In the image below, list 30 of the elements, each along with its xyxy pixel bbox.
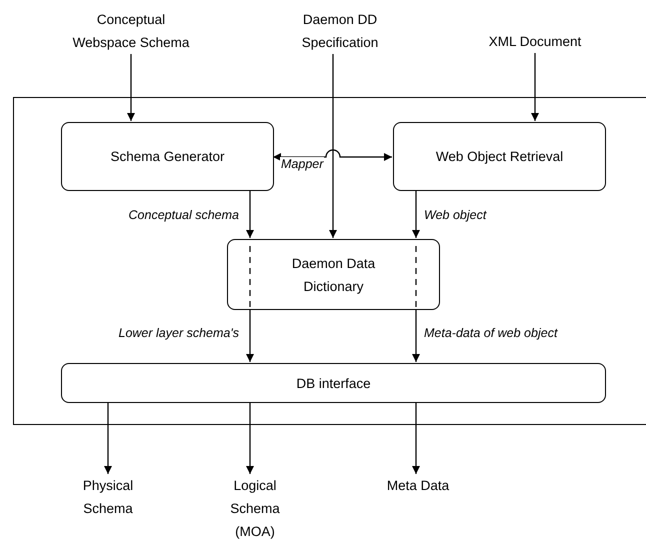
- node-text: Logical Schema (MOA): [229, 477, 281, 540]
- node-label: DB interface: [296, 374, 371, 392]
- arrow: [104, 402, 112, 474]
- arrow: [329, 54, 337, 238]
- edge-label: Lower layer schema's: [118, 326, 240, 341]
- process-box: [61, 363, 606, 403]
- arrow: [412, 190, 420, 238]
- node-text: Daemon DD Specification: [300, 11, 380, 52]
- arrow: [412, 309, 420, 362]
- node-label: Schema Generator: [110, 148, 225, 166]
- arrow: [127, 54, 135, 121]
- arrow: [246, 190, 254, 238]
- edge-label: Meta-data of web object: [423, 326, 558, 341]
- process-box: [61, 122, 274, 191]
- node-text: XML Document: [488, 33, 582, 51]
- node-label: Web Object Retrieval: [436, 148, 564, 166]
- node-text: Physical Schema: [82, 477, 134, 518]
- process-box: [393, 122, 606, 191]
- edge-label: Mapper: [280, 157, 324, 172]
- node-text: Conceptual Webspace Schema: [72, 11, 190, 52]
- process-box: [227, 239, 440, 310]
- node-text: Meta Data: [386, 477, 450, 495]
- arrow: [246, 402, 254, 474]
- arrow: [273, 149, 392, 161]
- node-label: Daemon Data Dictionary: [290, 254, 376, 296]
- edge-label: Conceptual schema: [128, 208, 240, 223]
- arrow: [531, 53, 539, 121]
- edge-label: Web object: [423, 208, 488, 223]
- arrow: [412, 402, 420, 474]
- arrow: [246, 309, 254, 362]
